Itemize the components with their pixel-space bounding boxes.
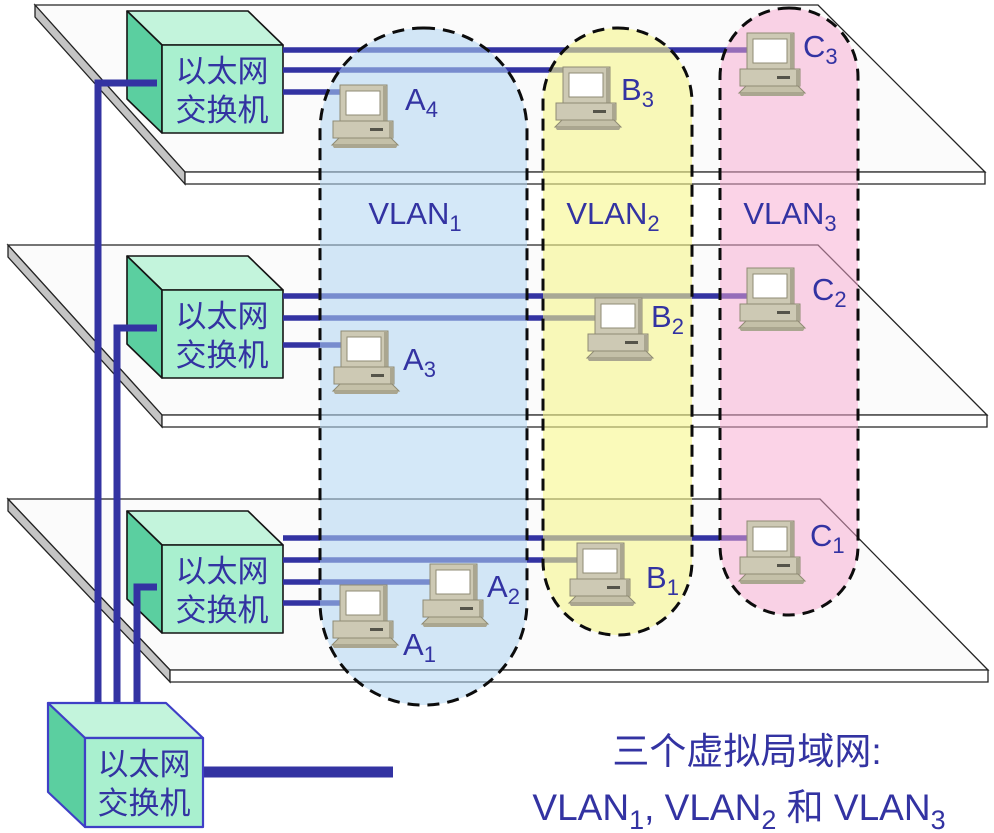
vlan2-label: VLAN2	[566, 196, 659, 236]
switch2-front-face	[161, 289, 284, 379]
switch4-label-line2: 交换机	[98, 786, 191, 821]
vlan1-zone-border	[318, 26, 529, 707]
ethernet-switch-1: 以太网 交换机	[126, 10, 284, 134]
label-c1: C1	[810, 518, 845, 558]
switch2-label-line1: 以太网	[176, 299, 269, 334]
label-b3: B3	[621, 72, 654, 112]
switch3-label-line2: 交换机	[176, 593, 269, 628]
backbone-trunk-2	[113, 324, 157, 706]
backbone-trunk-1	[94, 79, 157, 706]
switch3-label-line1: 以太网	[176, 554, 269, 589]
vlan3-zone-border	[718, 6, 860, 617]
vlan1-label: VLAN1	[368, 196, 461, 236]
ethernet-switch-2: 以太网 交换机	[126, 255, 284, 379]
vlan-labels: VLAN1 VLAN2 VLAN3	[368, 196, 836, 236]
ethernet-switch-4: 以太网 交换机	[46, 701, 205, 829]
vlan3-label: VLAN3	[743, 196, 836, 236]
vlan2-zone-border	[541, 26, 694, 637]
label-a4: A4	[405, 82, 438, 122]
host-labels: A4 B3 C3 A3 B2 C2 A1 A2 B1 C1	[403, 29, 847, 667]
vlan1-zone-fill	[320, 28, 527, 705]
caption-line2: VLAN1, VLAN2 和 VLAN3	[532, 787, 945, 833]
label-b1: B1	[646, 560, 679, 600]
switch1-label-line1: 以太网	[176, 54, 269, 89]
label-c2: C2	[812, 272, 847, 312]
switch3-front-face	[161, 544, 284, 634]
caption-line1: 三个虚拟局域网:	[612, 731, 881, 772]
switch1-label-line2: 交换机	[176, 93, 269, 128]
switch4-label-line1: 以太网	[98, 747, 191, 782]
label-b2: B2	[651, 299, 684, 339]
label-c3: C3	[803, 29, 838, 69]
label-a2: A2	[487, 569, 520, 609]
label-a1: A1	[403, 627, 436, 667]
ethernet-switch-3: 以太网 交换机	[126, 510, 284, 634]
caption: 三个虚拟局域网: VLAN1, VLAN2 和 VLAN3	[532, 731, 945, 833]
switch1-front-face	[161, 44, 284, 134]
backbone-trunk-3	[133, 583, 157, 706]
floor3-front-edge	[169, 669, 989, 683]
switch2-label-line2: 交换机	[176, 338, 269, 373]
label-a3: A3	[403, 342, 436, 382]
switch4-front-face	[83, 736, 205, 829]
